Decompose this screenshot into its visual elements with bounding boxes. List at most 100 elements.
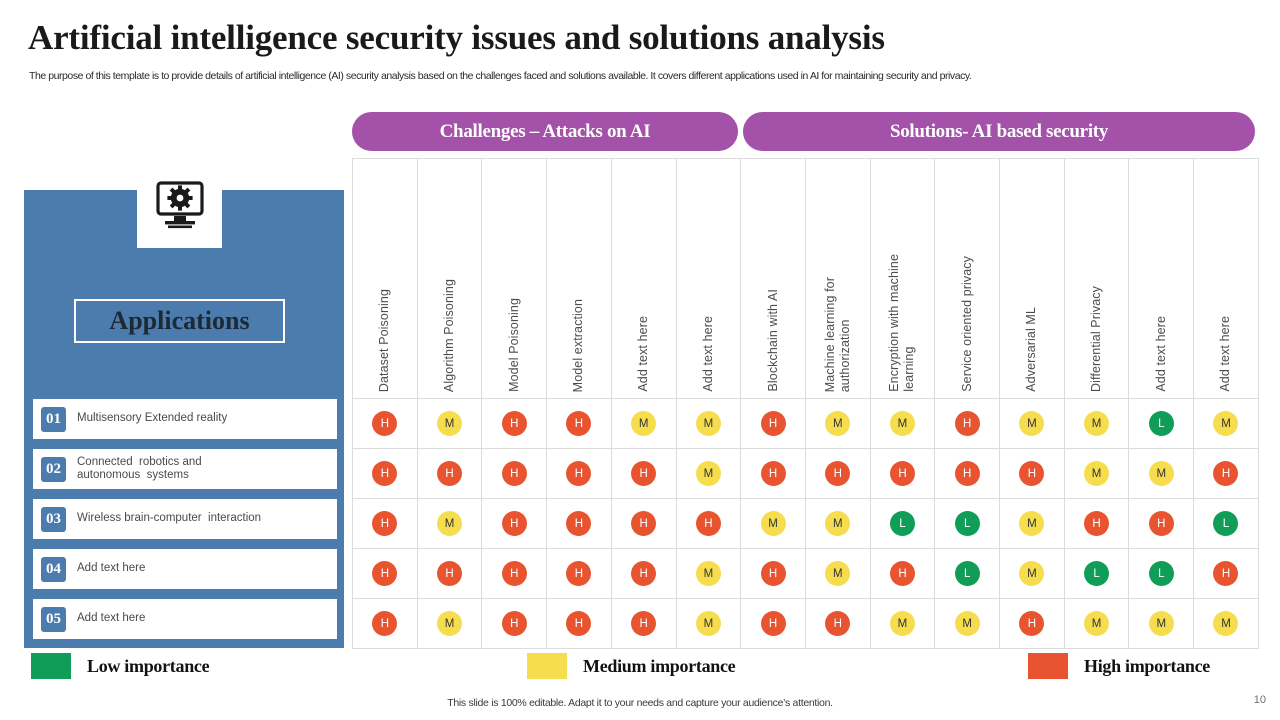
importance-dot-h: H — [825, 611, 851, 636]
matrix-cell[interactable]: M — [675, 398, 742, 449]
matrix-cell[interactable]: M — [934, 598, 1001, 649]
matrix-cell[interactable]: M — [804, 498, 871, 549]
importance-dot-h: H — [372, 611, 398, 636]
matrix-cell[interactable]: M — [416, 498, 483, 549]
matrix-cell[interactable]: M — [804, 398, 871, 449]
importance-dot-m: M — [825, 411, 851, 436]
matrix-cell[interactable]: H — [869, 548, 936, 599]
matrix-cell[interactable]: H — [546, 498, 612, 549]
matrix-cell[interactable]: M — [416, 598, 483, 649]
matrix-cell[interactable]: H — [999, 598, 1065, 649]
matrix-cell[interactable]: H — [481, 548, 548, 599]
matrix-cell[interactable]: H — [1193, 548, 1259, 599]
matrix-column-header: Service oriented privacy — [934, 158, 1001, 399]
matrix-cell[interactable]: M — [869, 398, 936, 449]
matrix-cell[interactable]: M — [416, 398, 483, 449]
matrix-cell[interactable]: H — [1128, 498, 1195, 549]
banner-challenges: Challenges – Attacks on AI — [352, 112, 738, 151]
matrix-cell[interactable]: H — [1063, 498, 1130, 549]
matrix-cell[interactable]: L — [934, 498, 1001, 549]
matrix-cell[interactable]: H — [740, 598, 806, 649]
importance-dot-h: H — [1084, 511, 1110, 536]
legend-swatch-medium — [527, 653, 567, 679]
importance-dot-h: H — [889, 561, 915, 586]
matrix-cell[interactable]: L — [1063, 548, 1130, 599]
matrix-cell[interactable]: M — [999, 398, 1065, 449]
matrix-cell[interactable]: H — [934, 398, 1001, 449]
matrix-cell[interactable]: M — [804, 548, 871, 599]
matrix-cell[interactable]: M — [675, 598, 742, 649]
matrix-cell[interactable]: H — [610, 548, 677, 599]
matrix-cell[interactable]: M — [869, 598, 936, 649]
matrix-cell[interactable]: M — [610, 398, 677, 449]
matrix-cell[interactable]: L — [1128, 398, 1195, 449]
matrix-cell[interactable]: M — [675, 548, 742, 599]
matrix-cell[interactable]: M — [740, 498, 806, 549]
matrix-cell[interactable]: H — [546, 548, 612, 599]
matrix-cell[interactable]: M — [1063, 398, 1130, 449]
matrix-cell[interactable]: H — [610, 448, 677, 499]
matrix-column-label: Add text here — [1153, 316, 1168, 392]
matrix-cell[interactable]: H — [481, 498, 548, 549]
matrix-cell[interactable]: H — [934, 448, 1001, 499]
matrix-column-header: Add text here — [1128, 158, 1195, 399]
matrix-cell[interactable]: H — [999, 448, 1065, 499]
matrix-cell[interactable]: H — [804, 448, 871, 499]
matrix-cell[interactable]: H — [416, 548, 483, 599]
matrix-cell[interactable]: M — [1063, 598, 1130, 649]
matrix-cell[interactable]: M — [999, 548, 1065, 599]
matrix-cell[interactable]: H — [352, 498, 418, 549]
matrix-cell[interactable]: H — [740, 398, 806, 449]
matrix-cell[interactable]: M — [1128, 598, 1195, 649]
matrix-cell[interactable]: H — [546, 448, 612, 499]
importance-dot-m: M — [760, 511, 786, 536]
matrix-column-header: Adversarial ML — [999, 158, 1065, 399]
importance-dot-m: M — [695, 461, 721, 486]
applications-heading: Applications — [109, 306, 250, 335]
matrix-cell[interactable]: M — [999, 498, 1065, 549]
matrix-column-label: Model Poisoning — [506, 298, 521, 392]
matrix-cell[interactable]: H — [804, 598, 871, 649]
matrix-cell[interactable]: H — [1193, 448, 1259, 499]
matrix-cell[interactable]: L — [869, 498, 936, 549]
matrix-cell[interactable]: H — [869, 448, 936, 499]
importance-dot-h: H — [501, 561, 527, 586]
matrix-cell[interactable]: H — [352, 448, 418, 499]
importance-dot-m: M — [1148, 461, 1174, 486]
matrix-cell[interactable]: H — [352, 548, 418, 599]
importance-dot-h: H — [1213, 461, 1239, 486]
matrix-cell[interactable]: H — [352, 398, 418, 449]
matrix-cell[interactable]: M — [1128, 448, 1195, 499]
matrix-cell[interactable]: H — [740, 548, 806, 599]
matrix-cell[interactable]: L — [934, 548, 1001, 599]
matrix-cell[interactable]: H — [481, 598, 548, 649]
matrix-cell[interactable]: H — [481, 398, 548, 449]
matrix-cell[interactable]: H — [481, 448, 548, 499]
matrix-cell[interactable]: L — [1128, 548, 1195, 599]
matrix-cell[interactable]: H — [352, 598, 418, 649]
matrix-column-header: Blockchain with AI — [740, 158, 806, 399]
importance-dot-h: H — [566, 611, 592, 636]
importance-dot-h: H — [1148, 511, 1174, 536]
matrix-cell[interactable]: H — [416, 448, 483, 499]
matrix-cell[interactable]: H — [740, 448, 806, 499]
matrix-cell[interactable]: H — [546, 398, 612, 449]
importance-dot-h: H — [372, 561, 398, 586]
matrix-cell[interactable]: M — [1193, 398, 1259, 449]
matrix-cell[interactable]: H — [675, 498, 742, 549]
matrix-column-header: Model Poisoning — [481, 158, 548, 399]
matrix-cell[interactable]: H — [610, 498, 677, 549]
matrix-cell[interactable]: L — [1193, 498, 1259, 549]
matrix-cell[interactable]: H — [610, 598, 677, 649]
matrix-cell[interactable]: M — [1063, 448, 1130, 499]
matrix-cell[interactable]: M — [675, 448, 742, 499]
matrix-cell[interactable]: M — [1193, 598, 1259, 649]
matrix-cell[interactable]: H — [546, 598, 612, 649]
